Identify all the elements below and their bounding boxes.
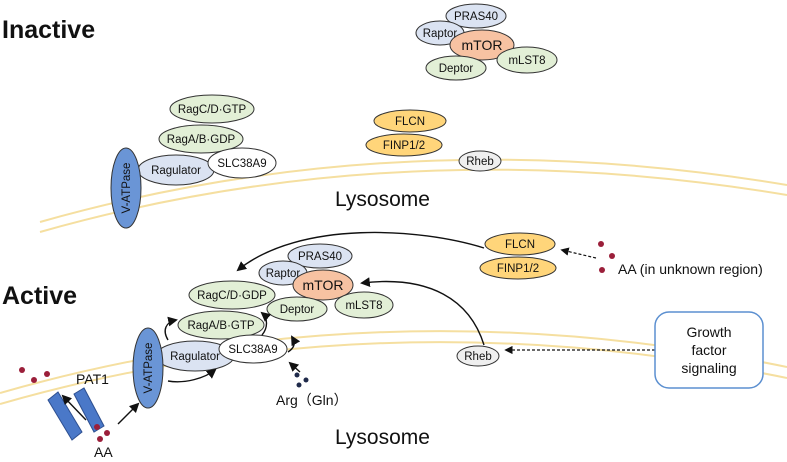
active-heading: Active [2, 282, 77, 310]
mlst8-label: mLST8 [508, 55, 545, 67]
deptor-node-active [266, 296, 328, 322]
ragulator-label-active: Ragulator [170, 351, 220, 363]
growth-factor-box: Growth factor signaling [654, 311, 764, 389]
pat1-transporter [47, 387, 105, 441]
aa-dots-lumen [94, 424, 110, 442]
flcn-node [373, 109, 447, 133]
finp-node-active [479, 256, 557, 280]
mtor-node-active [292, 269, 354, 301]
vatpase-node-active [132, 327, 164, 409]
pat1-label: PAT1 [76, 371, 109, 387]
ragcd-node [169, 94, 255, 124]
slc38a9-node [207, 147, 277, 179]
mlst8-label-active: mLST8 [345, 300, 382, 312]
rheb-node [458, 150, 502, 172]
inactive-flcn-group: FLCN FINP1/2 [365, 109, 447, 157]
pat1-arrow [61, 394, 87, 421]
inactive-ragulator-complex: RagC/D·GTP RagA/B·GDP Ragulator SLC38A9 … [110, 94, 277, 229]
ragcd-label: RagC/D·GTP [178, 104, 247, 116]
arg-dots [294, 372, 309, 388]
ragab-label: RagA/B·GDP [167, 134, 236, 146]
ragab-node [158, 124, 244, 154]
ragulator-label: Ragulator [151, 165, 201, 177]
slc38a9-label-active: SLC38A9 [228, 344, 277, 356]
growth-line-2: factor [691, 342, 726, 358]
mlst8-node-active [334, 291, 394, 319]
inactive-rheb: Rheb [458, 150, 502, 172]
vatpase-label: V-ATPase [121, 163, 133, 214]
aa-to-vatpase-arrow [117, 402, 140, 425]
pras40-label-active: PRAS40 [298, 251, 342, 263]
pras40-node [445, 3, 507, 29]
aa-label: AA [94, 444, 113, 460]
mtor-node [449, 29, 515, 61]
aa-unknown-dots [598, 241, 615, 273]
vatpase-node [110, 147, 142, 229]
active-rheb: Rheb [456, 345, 500, 367]
inactive-mtorc1-complex: PRAS40 Raptor mTOR Deptor mLST8 [415, 3, 558, 81]
active-ragulator-complex: RagC/D·GDP RagA/B·GTP Ragulator SLC38A9 … [132, 280, 288, 409]
growth-line-1: Growth [686, 324, 731, 340]
aa-dashed-arrow [560, 247, 597, 259]
inactive-heading: Inactive [2, 16, 95, 44]
flcn-label: FLCN [395, 116, 425, 128]
active-mtorc1-complex: PRAS40 Raptor mTOR Deptor mLST8 [258, 243, 394, 322]
deptor-node [425, 55, 487, 81]
slc38a9-node-active [218, 334, 288, 364]
aa-dots-cytosol [19, 367, 50, 383]
raptor-label: Raptor [423, 28, 458, 40]
growth-line-3: signaling [681, 360, 736, 376]
deptor-label-active: Deptor [280, 304, 315, 316]
aa-unknown-label: AA (in unknown region) [618, 261, 763, 277]
membrane-top [39, 158, 787, 233]
finp-label: FINP1/2 [383, 140, 425, 152]
ragcd-label-active: RagC/D·GDP [197, 290, 267, 302]
mlst8-node [496, 46, 558, 74]
finp-label-active: FINP1/2 [497, 263, 539, 275]
pras40-node-active [287, 243, 353, 269]
ragulator-internal-arrows [164, 311, 301, 383]
active-flcn-group: FLCN FINP1/2 [479, 232, 557, 280]
flcn-to-ragcd-arrow [236, 231, 485, 272]
flcn-label-active: FLCN [505, 239, 535, 251]
slc38a9-label: SLC38A9 [217, 158, 266, 170]
rheb-node-active [456, 345, 500, 367]
finp-node [365, 133, 443, 157]
vatpase-label-active: V-ATPase [143, 343, 155, 394]
rheb-label: Rheb [466, 156, 494, 168]
rheb-label-active: Rheb [464, 351, 492, 363]
deptor-label: Deptor [439, 63, 474, 75]
mtor-label: mTOR [462, 37, 503, 53]
ragcd-node-active [188, 280, 276, 310]
lysosome-label-top: Lysosome [335, 188, 430, 211]
rheb-to-mtor-arrow [360, 277, 485, 346]
ragab-label-active: RagA/B·GTP [187, 320, 254, 332]
ragab-node-active [177, 310, 265, 340]
lysosome-label-bottom: Lysosome [335, 426, 430, 449]
pras40-label: PRAS40 [454, 11, 498, 23]
arg-arrow [288, 361, 301, 373]
arg-label: Arg（Gln） [276, 392, 348, 408]
mtor-label-active: mTOR [303, 277, 344, 293]
flcn-node-active [484, 232, 556, 256]
raptor-label-active: Raptor [266, 268, 301, 280]
